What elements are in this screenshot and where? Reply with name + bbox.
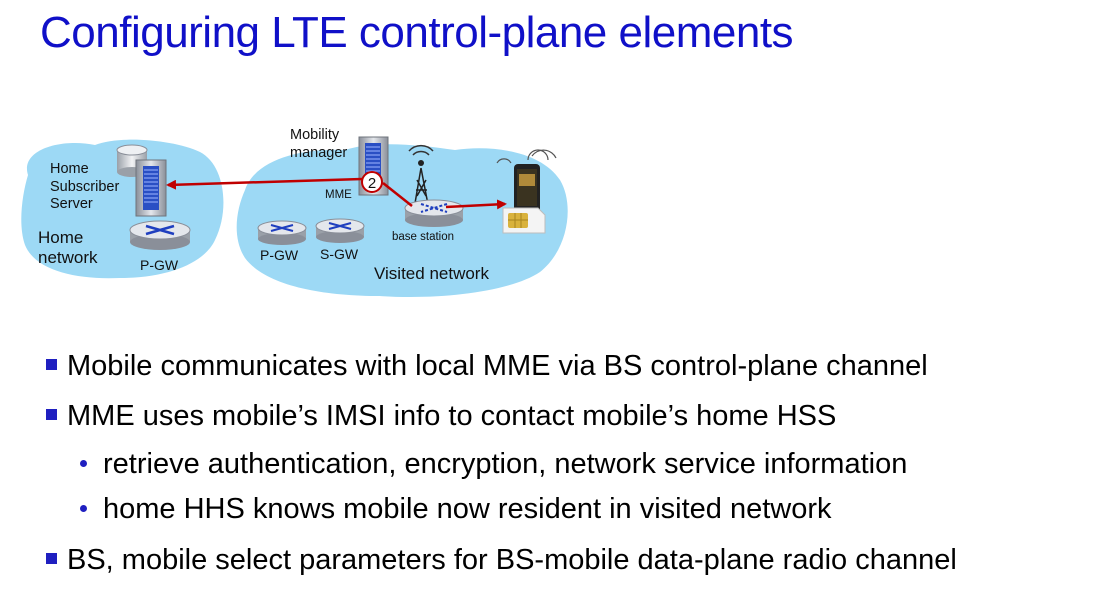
bullet-item: BS, mobile select parameters for BS-mobi… bbox=[46, 544, 957, 577]
sub-bullet-text: home HHS knows mobile now resident in vi… bbox=[103, 493, 832, 525]
sim-card-icon bbox=[502, 207, 546, 234]
step-number: 2 bbox=[368, 175, 376, 192]
bullet-text: MME uses mobile’s IMSI info to contact m… bbox=[67, 400, 837, 432]
visited-network-label: Visited network bbox=[374, 264, 489, 283]
mobility-manager-label: Mobility manager bbox=[290, 127, 347, 161]
round-bullet-icon bbox=[80, 505, 87, 512]
base-station-label: base station bbox=[392, 231, 454, 243]
bullet-item: Mobile communicates with local MME via B… bbox=[46, 350, 928, 383]
hss-label: Home Subscriber Server bbox=[50, 161, 123, 212]
bullet-item: MME uses mobile’s IMSI info to contact m… bbox=[46, 400, 836, 433]
sub-bullet-item: retrieve authentication, encryption, net… bbox=[80, 448, 907, 481]
bullet-text: Mobile communicates with local MME via B… bbox=[67, 350, 928, 382]
lte-diagram: 2 Home Subscriber Server Home network P-… bbox=[21, 127, 568, 297]
home-pgw-router-icon bbox=[129, 220, 191, 250]
sub-bullet-text: retrieve authentication, encryption, net… bbox=[103, 448, 908, 480]
square-bullet-icon bbox=[46, 409, 57, 420]
square-bullet-icon bbox=[46, 553, 57, 564]
mme-to-hss-arrow bbox=[166, 177, 363, 190]
home-network-label: Home network bbox=[38, 228, 98, 267]
bullet-text: BS, mobile select parameters for BS-mobi… bbox=[67, 544, 957, 576]
visited-pgw-router-icon bbox=[257, 220, 307, 245]
mme-label: MME bbox=[325, 189, 352, 201]
home-pgw-label: P-GW bbox=[140, 257, 179, 273]
step-2-badge: 2 bbox=[361, 171, 383, 193]
slide-title: Configuring LTE control-plane elements bbox=[40, 8, 794, 57]
visited-sgw-router-icon bbox=[315, 218, 365, 243]
base-station-to-mobile-arrow bbox=[445, 199, 507, 210]
hss-server-icon bbox=[135, 159, 167, 217]
sub-bullet-item: home HHS knows mobile now resident in vi… bbox=[80, 493, 832, 526]
mme-to-base-station-line bbox=[382, 182, 413, 207]
round-bullet-icon bbox=[80, 460, 87, 467]
square-bullet-icon bbox=[46, 359, 57, 370]
visited-pgw-label: P-GW bbox=[260, 247, 299, 263]
visited-sgw-label: S-GW bbox=[320, 246, 359, 262]
visited-network-cloud bbox=[236, 144, 568, 297]
base-station-router-icon bbox=[404, 199, 464, 227]
